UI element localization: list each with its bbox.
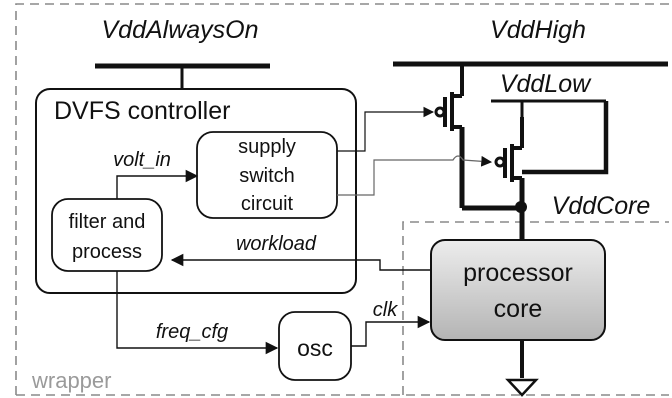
workload-label: workload — [236, 233, 317, 255]
pmos-transistor-high — [434, 64, 465, 208]
filter-process-label-1: filter and — [69, 211, 146, 233]
vdd-core-node — [515, 201, 527, 213]
vdd-low-label: VddLow — [500, 70, 592, 98]
clk-arrow — [351, 315, 431, 347]
always-on-domain-border — [15, 3, 669, 395]
vdd-low-rail — [522, 101, 609, 175]
vdd-high-label: VddHigh — [490, 16, 586, 44]
processor-core-label-2: core — [494, 295, 543, 323]
wrapper-border — [402, 221, 669, 395]
vdd-core-label: VddCore — [552, 192, 651, 220]
filter-process-label-2: process — [72, 241, 142, 263]
vdd-always-on-label: VddAlwaysOn — [101, 16, 258, 44]
wrapper-label: wrapper — [31, 368, 111, 393]
vdd-core-wire — [462, 205, 525, 240]
clk-label: clk — [373, 299, 398, 321]
supply-switch-label-2: switch — [239, 165, 295, 187]
gate-control-low — [337, 155, 493, 196]
processor-core-box — [430, 239, 606, 341]
volt-in-arrow — [116, 169, 199, 199]
freq-cfg-arrow — [116, 271, 279, 355]
osc-label: osc — [297, 335, 333, 361]
gate-control-high — [337, 106, 435, 152]
volt-in-label: volt_in — [113, 149, 171, 171]
workload-arrow — [170, 253, 431, 271]
ground-symbol — [505, 340, 539, 397]
dvfs-controller-label: DVFS controller — [54, 97, 230, 125]
pmos-transistor-low — [494, 117, 525, 208]
freq-cfg-label: freq_cfg — [156, 321, 228, 343]
supply-switch-label-3: circuit — [241, 193, 294, 215]
processor-core-label-1: processor — [463, 259, 573, 287]
filter-process-box — [51, 198, 163, 272]
supply-switch-label-1: supply — [238, 136, 296, 158]
